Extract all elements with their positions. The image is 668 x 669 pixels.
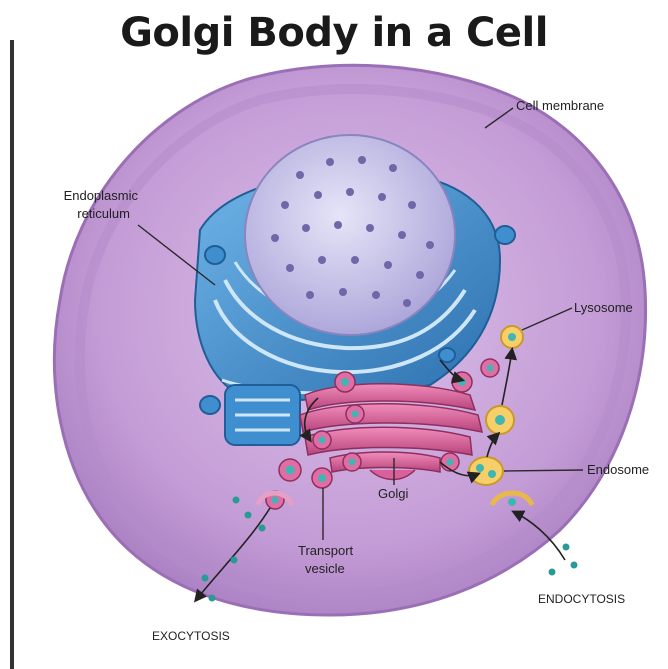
- nucleus: [245, 135, 455, 335]
- label-lysosome: Lysosome: [574, 300, 633, 315]
- label-endoplasmic-reticulum-line2: reticulum: [77, 206, 130, 221]
- label-endocytosis: ENDOCYTOSIS: [538, 592, 625, 606]
- label-cell-membrane: Cell membrane: [516, 98, 604, 113]
- endosome: [469, 457, 503, 485]
- label-golgi: Golgi: [378, 486, 408, 501]
- lysosome-secondary: [486, 406, 514, 434]
- label-transport-vesicle-line2: vesicle: [305, 561, 345, 576]
- leader-endosome: [504, 470, 583, 471]
- label-exocytosis: EXOCYTOSIS: [152, 629, 230, 643]
- label-endosome: Endosome: [587, 462, 649, 477]
- lysosome: [501, 326, 523, 348]
- label-transport-vesicle-line1: Transport: [298, 543, 354, 558]
- label-endoplasmic-reticulum-line1: Endoplasmic: [64, 188, 139, 203]
